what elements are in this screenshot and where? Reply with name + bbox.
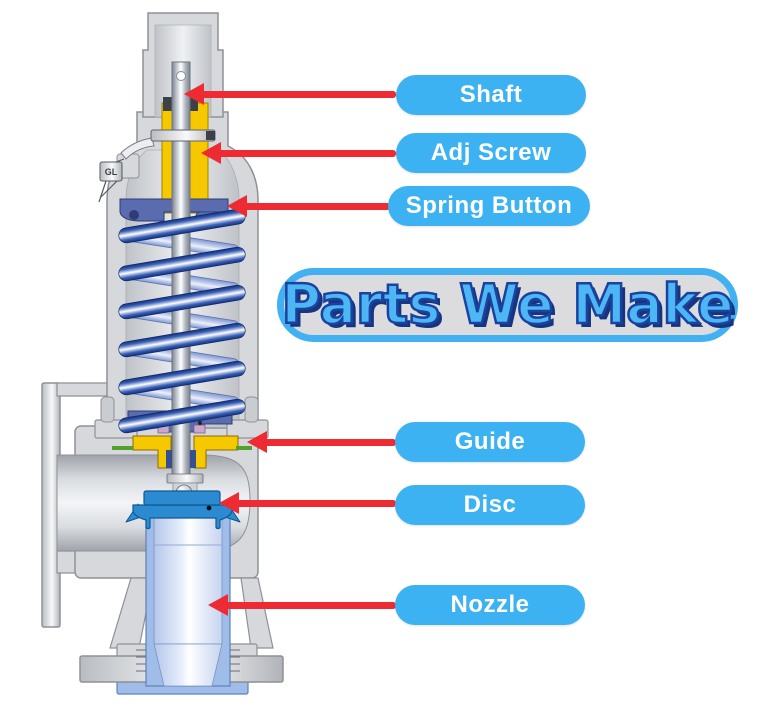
arrowhead-icon bbox=[201, 142, 221, 164]
valve-cross-section-illustration: GL bbox=[41, 12, 284, 695]
nozzle-part bbox=[136, 511, 240, 687]
lever-arm bbox=[120, 137, 155, 160]
label-nozzle-text: Nozzle bbox=[450, 591, 530, 618]
lead-seal: GL bbox=[98, 137, 155, 203]
arrowhead-icon bbox=[247, 431, 267, 453]
arrowhead-icon bbox=[184, 83, 204, 105]
seal-tag-text: GL bbox=[105, 167, 118, 177]
label-disc-text: Disc bbox=[463, 491, 517, 518]
arrow-guide bbox=[247, 431, 396, 453]
page-title: Parts We Make bbox=[280, 273, 735, 336]
guide-part bbox=[112, 435, 252, 469]
arrowhead-icon bbox=[208, 594, 228, 616]
arrowhead-icon bbox=[219, 492, 239, 514]
arrow-adj-screw bbox=[201, 142, 396, 164]
thread-marks bbox=[136, 649, 240, 672]
spring-part bbox=[118, 208, 246, 434]
gasket-right bbox=[236, 446, 252, 450]
arrow-nozzle bbox=[208, 594, 396, 616]
label-disc: Disc bbox=[395, 485, 585, 525]
arrow-shaft bbox=[184, 83, 396, 105]
label-guide-text: Guide bbox=[454, 428, 526, 455]
label-shaft: Shaft bbox=[396, 75, 586, 115]
label-spring-button: Spring Button bbox=[388, 186, 590, 226]
gasket-left bbox=[112, 446, 133, 450]
locknut bbox=[150, 129, 216, 142]
arrow-disc bbox=[219, 492, 396, 514]
label-nozzle: Nozzle bbox=[395, 585, 585, 625]
arrow-spring-button bbox=[227, 195, 390, 217]
label-adj-screw: Adj Screw bbox=[396, 133, 586, 173]
label-spring-button-text: Spring Button bbox=[405, 192, 573, 219]
arrowhead-icon bbox=[227, 195, 247, 217]
title-banner: Parts We Make bbox=[277, 268, 738, 342]
label-guide: Guide bbox=[395, 422, 585, 462]
label-shaft-text: Shaft bbox=[459, 81, 523, 108]
label-adj-screw-text: Adj Screw bbox=[430, 139, 552, 166]
